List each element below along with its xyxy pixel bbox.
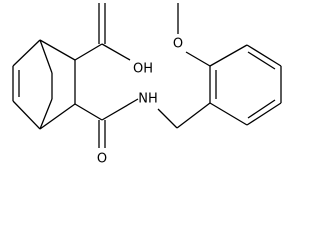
ring-bond-5 (209, 44, 248, 67)
amide-nitrogen-label: NH (138, 92, 158, 107)
methoxy-group (177, 3, 211, 67)
bond-acid-c-oh (101, 43, 131, 61)
ring-bond-2 (246, 102, 282, 126)
ring-bond-1 (209, 102, 248, 126)
structure-diagram: O OH NH O (12, 3, 282, 167)
bond-ch2-ring (176, 102, 211, 129)
amide-oxygen-label: O (97, 152, 107, 167)
benzene-ring (209, 44, 282, 126)
ring-inner-bond-c (247, 51, 276, 70)
bond-c1-c2 (12, 39, 41, 67)
carboxylic-acid-group (74, 3, 131, 61)
ring-bond-4 (246, 44, 282, 67)
acid-hydroxyl-label: OH (133, 62, 153, 77)
bond-bridge-bottom (39, 98, 53, 130)
bond-n-ch2 (157, 108, 178, 129)
bond-ring-o (185, 51, 211, 67)
bond-amide-c-n (101, 98, 139, 121)
ring-inner-bond-b (247, 99, 276, 119)
bond-c6-amide-c (74, 103, 103, 121)
bond-c5-cooh (74, 43, 103, 61)
amide-group (74, 98, 139, 148)
bond-c3-c4 (12, 100, 41, 130)
bicyclooctene-core (12, 39, 76, 130)
bond-c6-c4 (39, 103, 76, 130)
methoxy-oxygen-label: O (173, 37, 183, 52)
bond-c1-c5 (39, 39, 76, 61)
bond-bridge-top (39, 39, 53, 74)
